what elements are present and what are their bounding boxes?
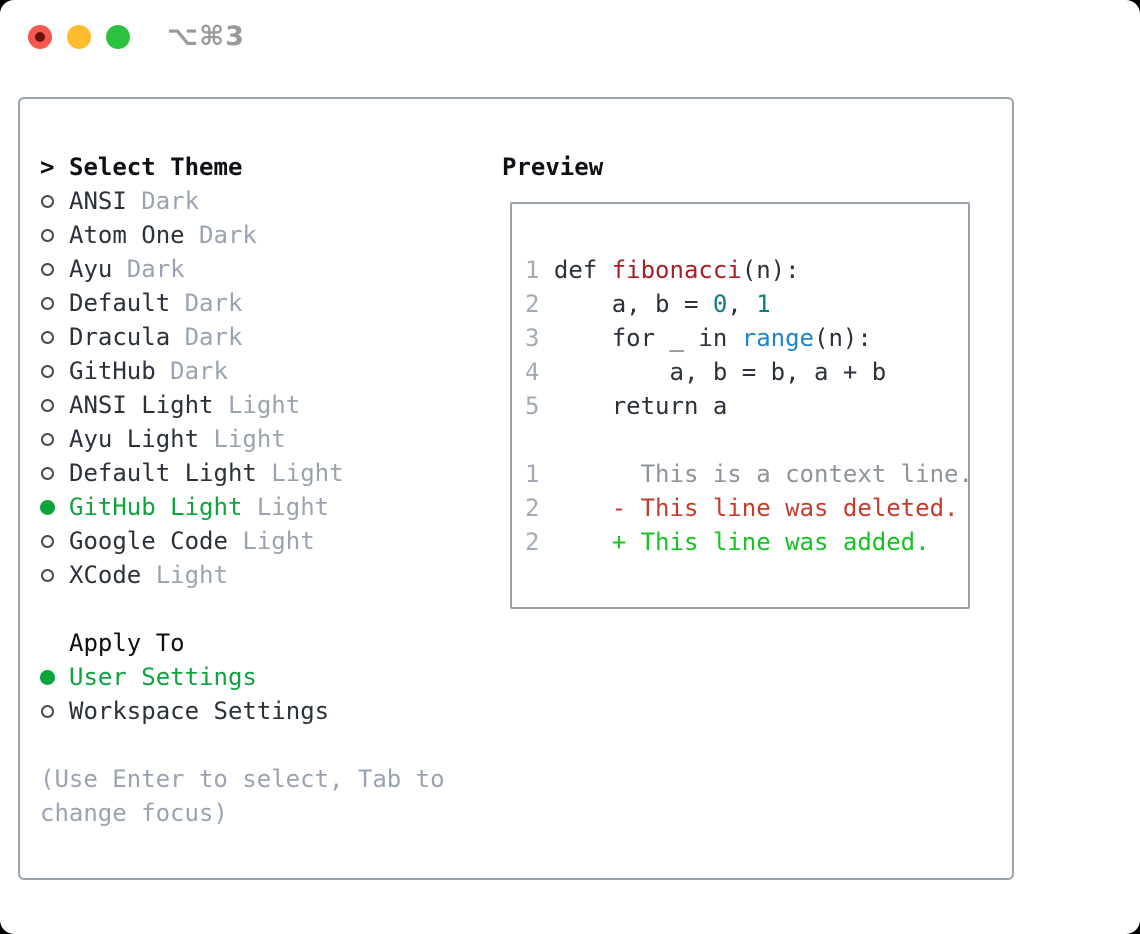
help-line-1: (Use Enter to select, Tab to [40,765,445,793]
radio-selected-icon [40,499,69,515]
code-line: 2 a, b = 0, 1 [525,290,771,318]
radio-icon [40,432,69,446]
theme-option-label: Default Light Light [69,459,344,487]
preview-code: 1 def fibonacci(n): 2 a, b = 0, 1 3 for _ … [525,253,970,559]
code-line: 4 a, b = b, a + b [525,358,887,386]
preview-title: Preview [502,153,604,181]
select-theme-header: > Select Theme [40,150,445,184]
window-title: ⌥⌘3 [167,21,245,52]
code-line: 2 - This line was deleted. [525,494,959,522]
theme-option-atom-one[interactable]: Atom One Dark [40,218,445,252]
theme-option-label: GitHub Dark [69,357,228,385]
apply-option-workspace-settings[interactable]: Workspace Settings [40,694,445,728]
code-line: 1 This is a context line. [525,460,970,488]
radio-icon [40,330,69,344]
radio-icon [40,364,69,378]
preview-pane: 1 def fibonacci(n): 2 a, b = 0, 1 3 for _ … [510,202,970,609]
theme-option-label: Dracula Dark [69,323,243,351]
code-line: 1 def fibonacci(n): [525,256,800,284]
radio-icon [40,262,69,276]
code-line: 2 + This line was added. [525,528,930,556]
radio-icon [40,466,69,480]
theme-option-github-light[interactable]: GitHub Light Light [40,490,445,524]
theme-option-default-light[interactable]: Default Light Light [40,456,445,490]
theme-option-label: ANSI Light Light [69,391,301,419]
theme-option-dracula[interactable]: Dracula Dark [40,320,445,354]
theme-option-label: ANSI Dark [69,187,200,215]
theme-option-ayu[interactable]: Ayu Dark [40,252,445,286]
radio-icon [40,534,69,548]
radio-icon [40,398,69,412]
theme-option-github[interactable]: GitHub Dark [40,354,445,388]
code-line [525,423,968,457]
theme-option-label: Default Dark [69,289,243,317]
theme-option-label: Ayu Dark [69,255,185,283]
apply-option-label: User Settings [69,663,257,691]
radio-icon [40,296,69,310]
help-line-2: change focus) [40,799,228,827]
apply-option-label: Workspace Settings [69,697,330,725]
radio-icon [40,568,69,582]
theme-option-ayu-light[interactable]: Ayu Light Light [40,422,445,456]
theme-option-ansi-light[interactable]: ANSI Light Light [40,388,445,422]
theme-option-label: Ayu Light Light [69,425,286,453]
theme-option-label: XCode Light [69,561,228,589]
theme-option-default[interactable]: Default Dark [40,286,445,320]
code-line: 5 return a [525,392,728,420]
code-line: 3 for _ in range(n): [525,324,872,352]
close-button[interactable] [28,25,52,49]
radio-icon [40,228,69,242]
theme-option-google-code[interactable]: Google Code Light [40,524,445,558]
zoom-button[interactable] [106,25,130,49]
select-theme-title: Select Theme [69,153,243,181]
minimize-button[interactable] [67,25,91,49]
radio-icon [40,704,69,718]
theme-option-label: Google Code Light [69,527,315,555]
theme-option-xcode[interactable]: XCode Light [40,558,445,592]
radio-icon [40,194,69,208]
apply-to-title: Apply To [69,629,185,657]
focus-caret-icon: > [40,153,55,181]
radio-selected-icon [40,669,69,685]
theme-option-label: GitHub Light Light [69,493,330,521]
apply-to-header: Apply To [40,626,445,660]
theme-option-label: Atom One Dark [69,221,257,249]
theme-option-ansi[interactable]: ANSI Dark [40,184,445,218]
help-text: (Use Enter to select, Tab to change focu… [40,762,445,830]
apply-option-user-settings[interactable]: User Settings [40,660,445,694]
